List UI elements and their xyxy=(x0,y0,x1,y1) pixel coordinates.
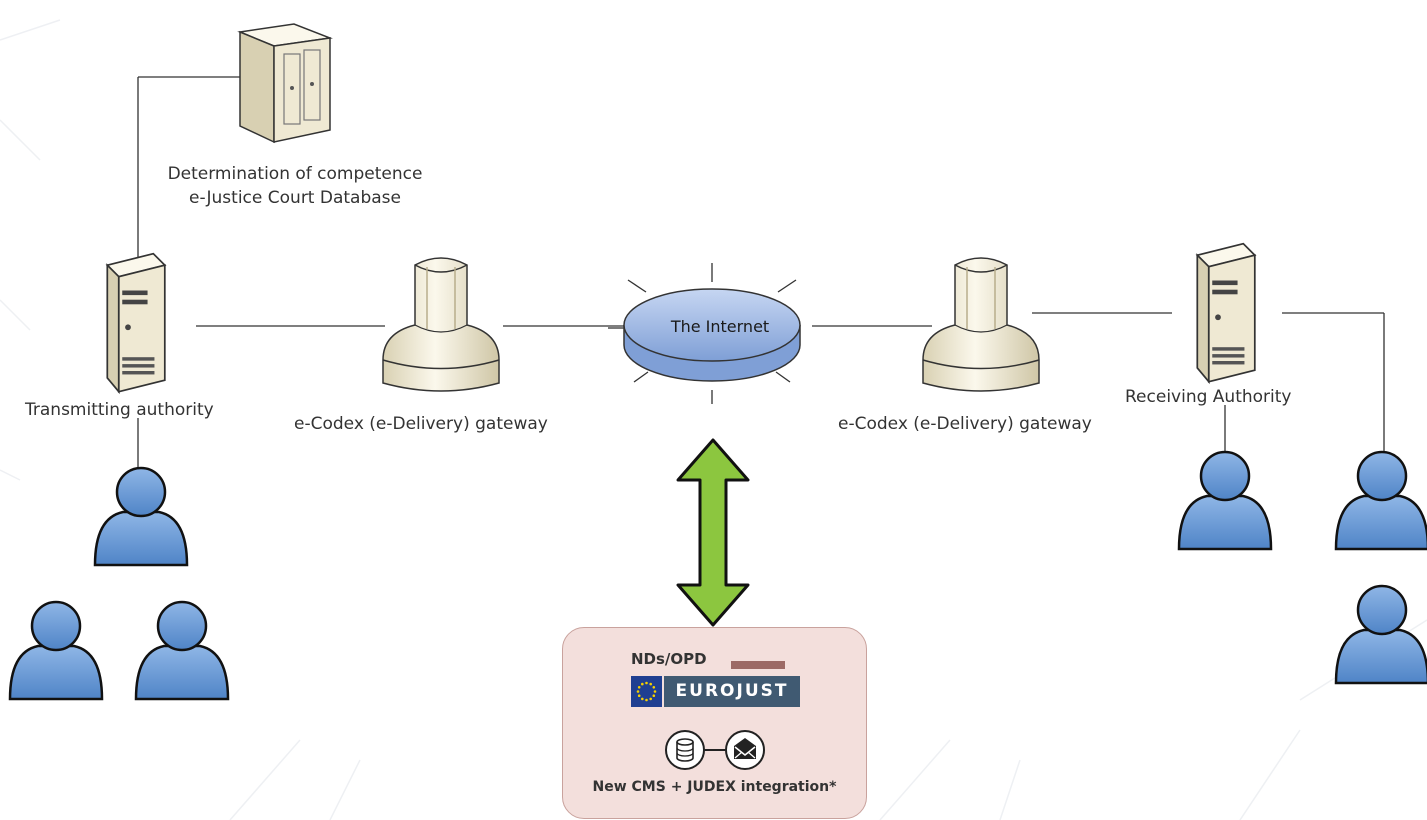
internet-icon xyxy=(608,263,801,404)
database-server-icon xyxy=(237,23,333,144)
user-icon xyxy=(134,600,230,701)
cms-caption: New CMS + JUDEX integration* xyxy=(592,779,837,795)
brand-bar xyxy=(731,661,785,669)
determination-line-1: Determination of competence xyxy=(167,164,423,184)
determination-label: Determination of competence e-Justice Co… xyxy=(140,162,450,210)
gateway-left-icon xyxy=(382,257,500,392)
transmitting-authority-label: Transmitting authority xyxy=(25,400,214,420)
eurojust-cms-box: NDs/OPD EUROJUST xyxy=(562,627,867,819)
double-arrow-icon xyxy=(676,438,750,627)
user-icon xyxy=(93,466,189,567)
user-icon xyxy=(8,600,104,701)
internet-label: The Internet xyxy=(670,317,770,336)
user-icon xyxy=(1177,450,1273,551)
receiving-server-icon xyxy=(1196,242,1256,383)
background-pattern xyxy=(0,19,1427,820)
transmitting-server-icon xyxy=(106,252,166,393)
eurojust-name: EUROJUST xyxy=(664,676,800,707)
user-icon xyxy=(1334,450,1427,551)
nds-opd-label: NDs/OPD xyxy=(631,650,707,668)
eu-flag-icon xyxy=(631,676,662,707)
connection-lines xyxy=(137,76,1385,480)
eurojust-logo: EUROJUST xyxy=(631,676,800,707)
gateway-right-label: e-Codex (e-Delivery) gateway xyxy=(838,414,1092,434)
database-icon xyxy=(665,730,705,770)
determination-line-2: e-Justice Court Database xyxy=(188,188,401,208)
gateway-right-icon xyxy=(922,257,1040,392)
receiving-authority-label: Receiving Authority xyxy=(1125,387,1292,407)
user-icon xyxy=(1334,584,1427,685)
cms-icons xyxy=(663,728,783,776)
gateway-left-label: e-Codex (e-Delivery) gateway xyxy=(294,414,548,434)
mail-icon xyxy=(725,730,765,770)
